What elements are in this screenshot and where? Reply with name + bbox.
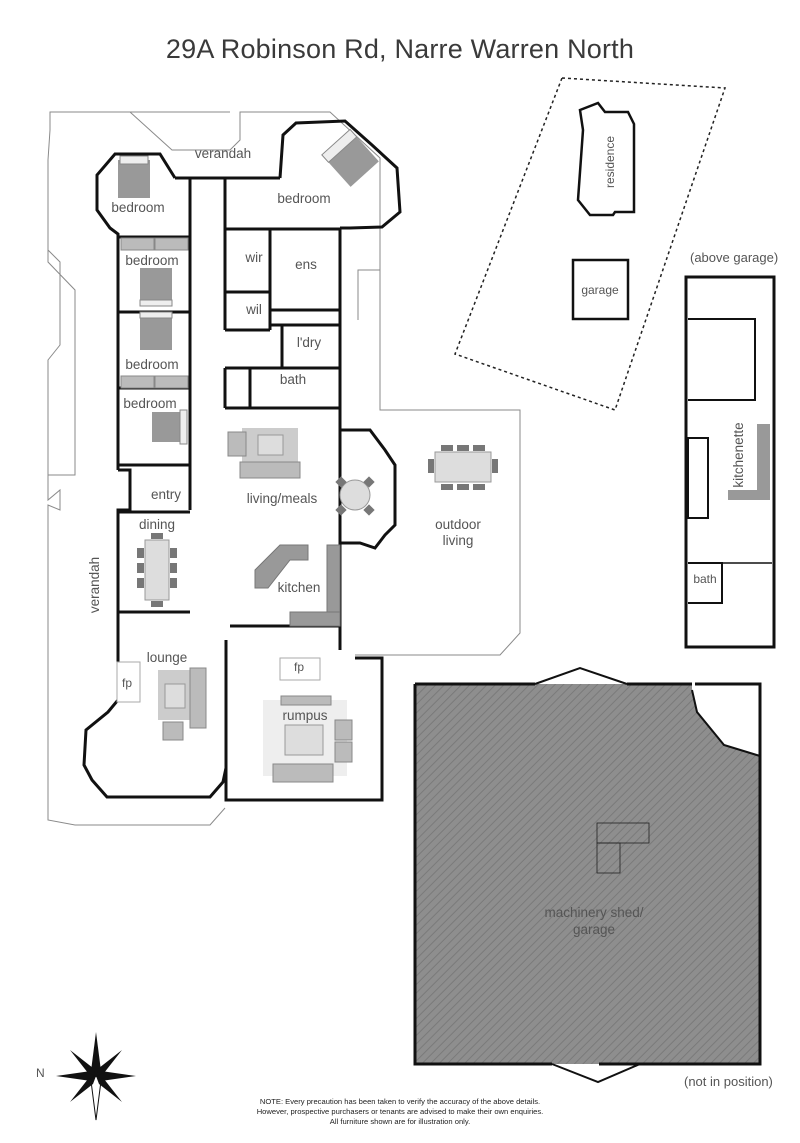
room-labels: verandah bedroom bedroom bedroom bedroom…: [87, 146, 481, 723]
label-bedroom-4: bedroom: [123, 396, 176, 411]
label-fp-lounge: fp: [122, 676, 132, 690]
above-garage-plan: kitchenette bath: [684, 275, 776, 649]
north-label: N: [36, 1066, 45, 1080]
label-verandah-top: verandah: [195, 146, 251, 161]
bed: [118, 160, 150, 198]
label-bedroom-master: bedroom: [277, 191, 330, 206]
note-line-1: NOTE: Every precaution has been taken to…: [259, 1097, 541, 1106]
label-kitchenette: kitchenette: [731, 422, 746, 487]
label-outdoor-line1: outdoor: [435, 517, 481, 532]
note-line-2: However, prospective purchasers or tenan…: [256, 1107, 544, 1116]
verandah-outline: [47, 111, 521, 826]
label-wil: wil: [245, 302, 262, 317]
above-garage-caption: (above garage): [690, 250, 779, 265]
label-dining: dining: [139, 517, 175, 532]
machinery-shed: machinery shed/ garage: [413, 666, 762, 1084]
label-fp-rumpus: fp: [294, 660, 304, 674]
label-lounge: lounge: [147, 650, 188, 665]
label-shed-line2: garage: [573, 922, 615, 937]
label-shed-line1: machinery shed/: [544, 905, 643, 920]
label-bedroom-1: bedroom: [111, 200, 164, 215]
page-title: 29A Robinson Rd, Narre Warren North: [165, 34, 635, 64]
label-entry: entry: [151, 487, 181, 502]
label-laundry: l'dry: [297, 335, 322, 350]
site-plan: residence garage: [454, 77, 727, 411]
label-living-meals: living/meals: [247, 491, 318, 506]
label-bedroom-3: bedroom: [125, 357, 178, 372]
label-ens: ens: [295, 257, 317, 272]
label-site-garage: garage: [581, 283, 619, 297]
label-wir: wir: [244, 250, 263, 265]
label-residence: residence: [603, 136, 617, 188]
label-above-bath: bath: [693, 572, 716, 586]
furniture: [116, 128, 498, 783]
note-line-3: All furniture shown are for illustration…: [329, 1117, 471, 1126]
label-verandah-side: verandah: [87, 557, 102, 613]
label-bath: bath: [280, 372, 306, 387]
site-garage: [571, 258, 630, 321]
label-outdoor-line2: living: [443, 533, 474, 548]
label-bedroom-2: bedroom: [125, 253, 178, 268]
house-walls: [82, 119, 402, 802]
label-rumpus: rumpus: [282, 708, 327, 723]
label-kitchen: kitchen: [278, 580, 321, 595]
disclaimer-note: NOTE: Every precaution has been taken to…: [180, 1097, 620, 1127]
compass-rose-icon: [56, 1032, 136, 1121]
not-in-position-caption: (not in position): [684, 1074, 773, 1089]
